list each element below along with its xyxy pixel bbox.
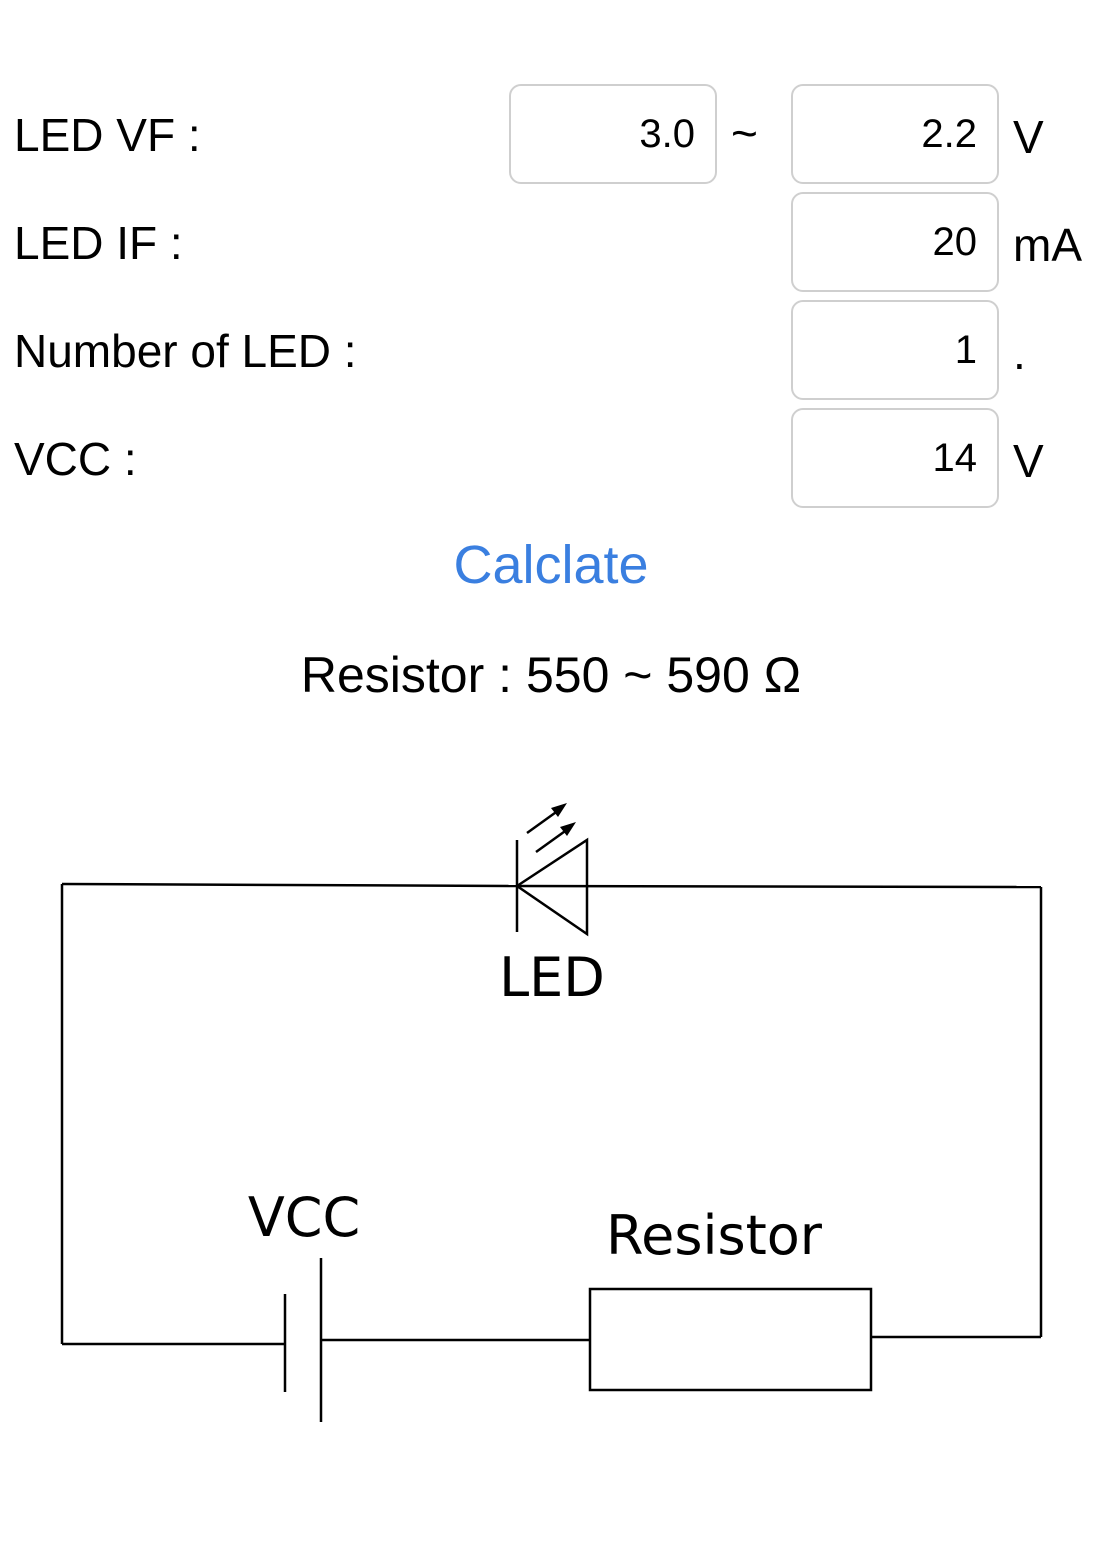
result-separator: ~	[609, 647, 667, 703]
if-input[interactable]	[791, 192, 999, 292]
led-emission-arrow-2	[535, 827, 569, 854]
led-arrowhead-2	[560, 822, 576, 836]
led-count-label: Number of LED :	[14, 325, 357, 377]
led-vf-label: LED VF :	[14, 109, 201, 161]
resistor-diagram-label: Resistor	[606, 1204, 823, 1267]
led-diagram-label: LED	[499, 946, 605, 1009]
led-emission-arrow-1	[526, 808, 560, 835]
led-if-label: LED IF :	[14, 217, 183, 269]
vf-range-separator: ~	[731, 107, 758, 159]
result-max: 590	[666, 647, 750, 703]
if-unit: mA	[1013, 219, 1082, 271]
led-triangle	[514, 837, 589, 937]
result-min: 550	[525, 647, 610, 703]
result-text: Resistor : 550 ~ 590 Ω	[0, 650, 1102, 700]
resistor-symbol	[588, 1287, 873, 1392]
led-arrowhead-1	[551, 803, 567, 817]
vcc-input[interactable]	[791, 408, 999, 508]
wire-top-right	[516, 884, 1042, 889]
result-label: Resistor :	[300, 647, 526, 703]
vcc-diagram-label: VCC	[248, 1186, 360, 1249]
vf-min-input[interactable]	[509, 84, 717, 184]
vf-unit: V	[1013, 111, 1044, 163]
result-unit: Ω	[749, 647, 802, 703]
led-count-unit: .	[1013, 327, 1026, 379]
vcc-label: VCC :	[14, 433, 137, 485]
wire-top-left	[61, 882, 518, 888]
vf-max-input[interactable]	[791, 84, 999, 184]
vcc-unit: V	[1013, 435, 1044, 487]
calculate-button[interactable]: Calclate	[453, 535, 649, 595]
led-count-input[interactable]	[791, 300, 999, 400]
